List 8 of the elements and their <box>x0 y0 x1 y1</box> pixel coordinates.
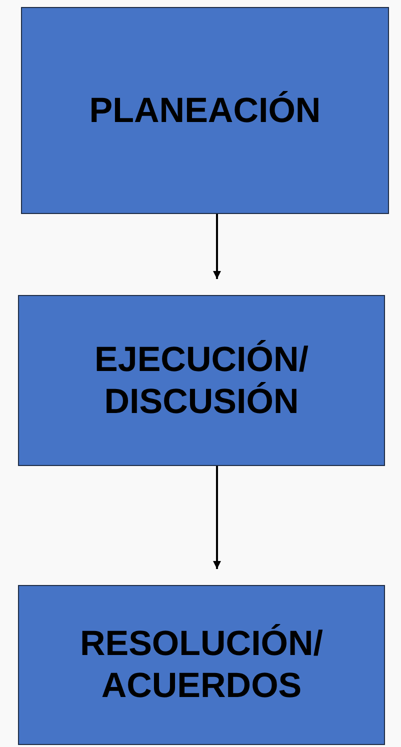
process-box <box>18 585 385 745</box>
step-label: RESOLUCIÓN/ ACUERDOS <box>78 623 324 707</box>
process-box <box>21 7 389 214</box>
step-label: PLANEACIÓN <box>88 90 322 132</box>
arrow <box>213 466 221 569</box>
step-label: EJECUCIÓN/ DISCUSIÓN <box>94 338 310 422</box>
process-box <box>18 295 385 466</box>
arrow <box>213 214 221 279</box>
